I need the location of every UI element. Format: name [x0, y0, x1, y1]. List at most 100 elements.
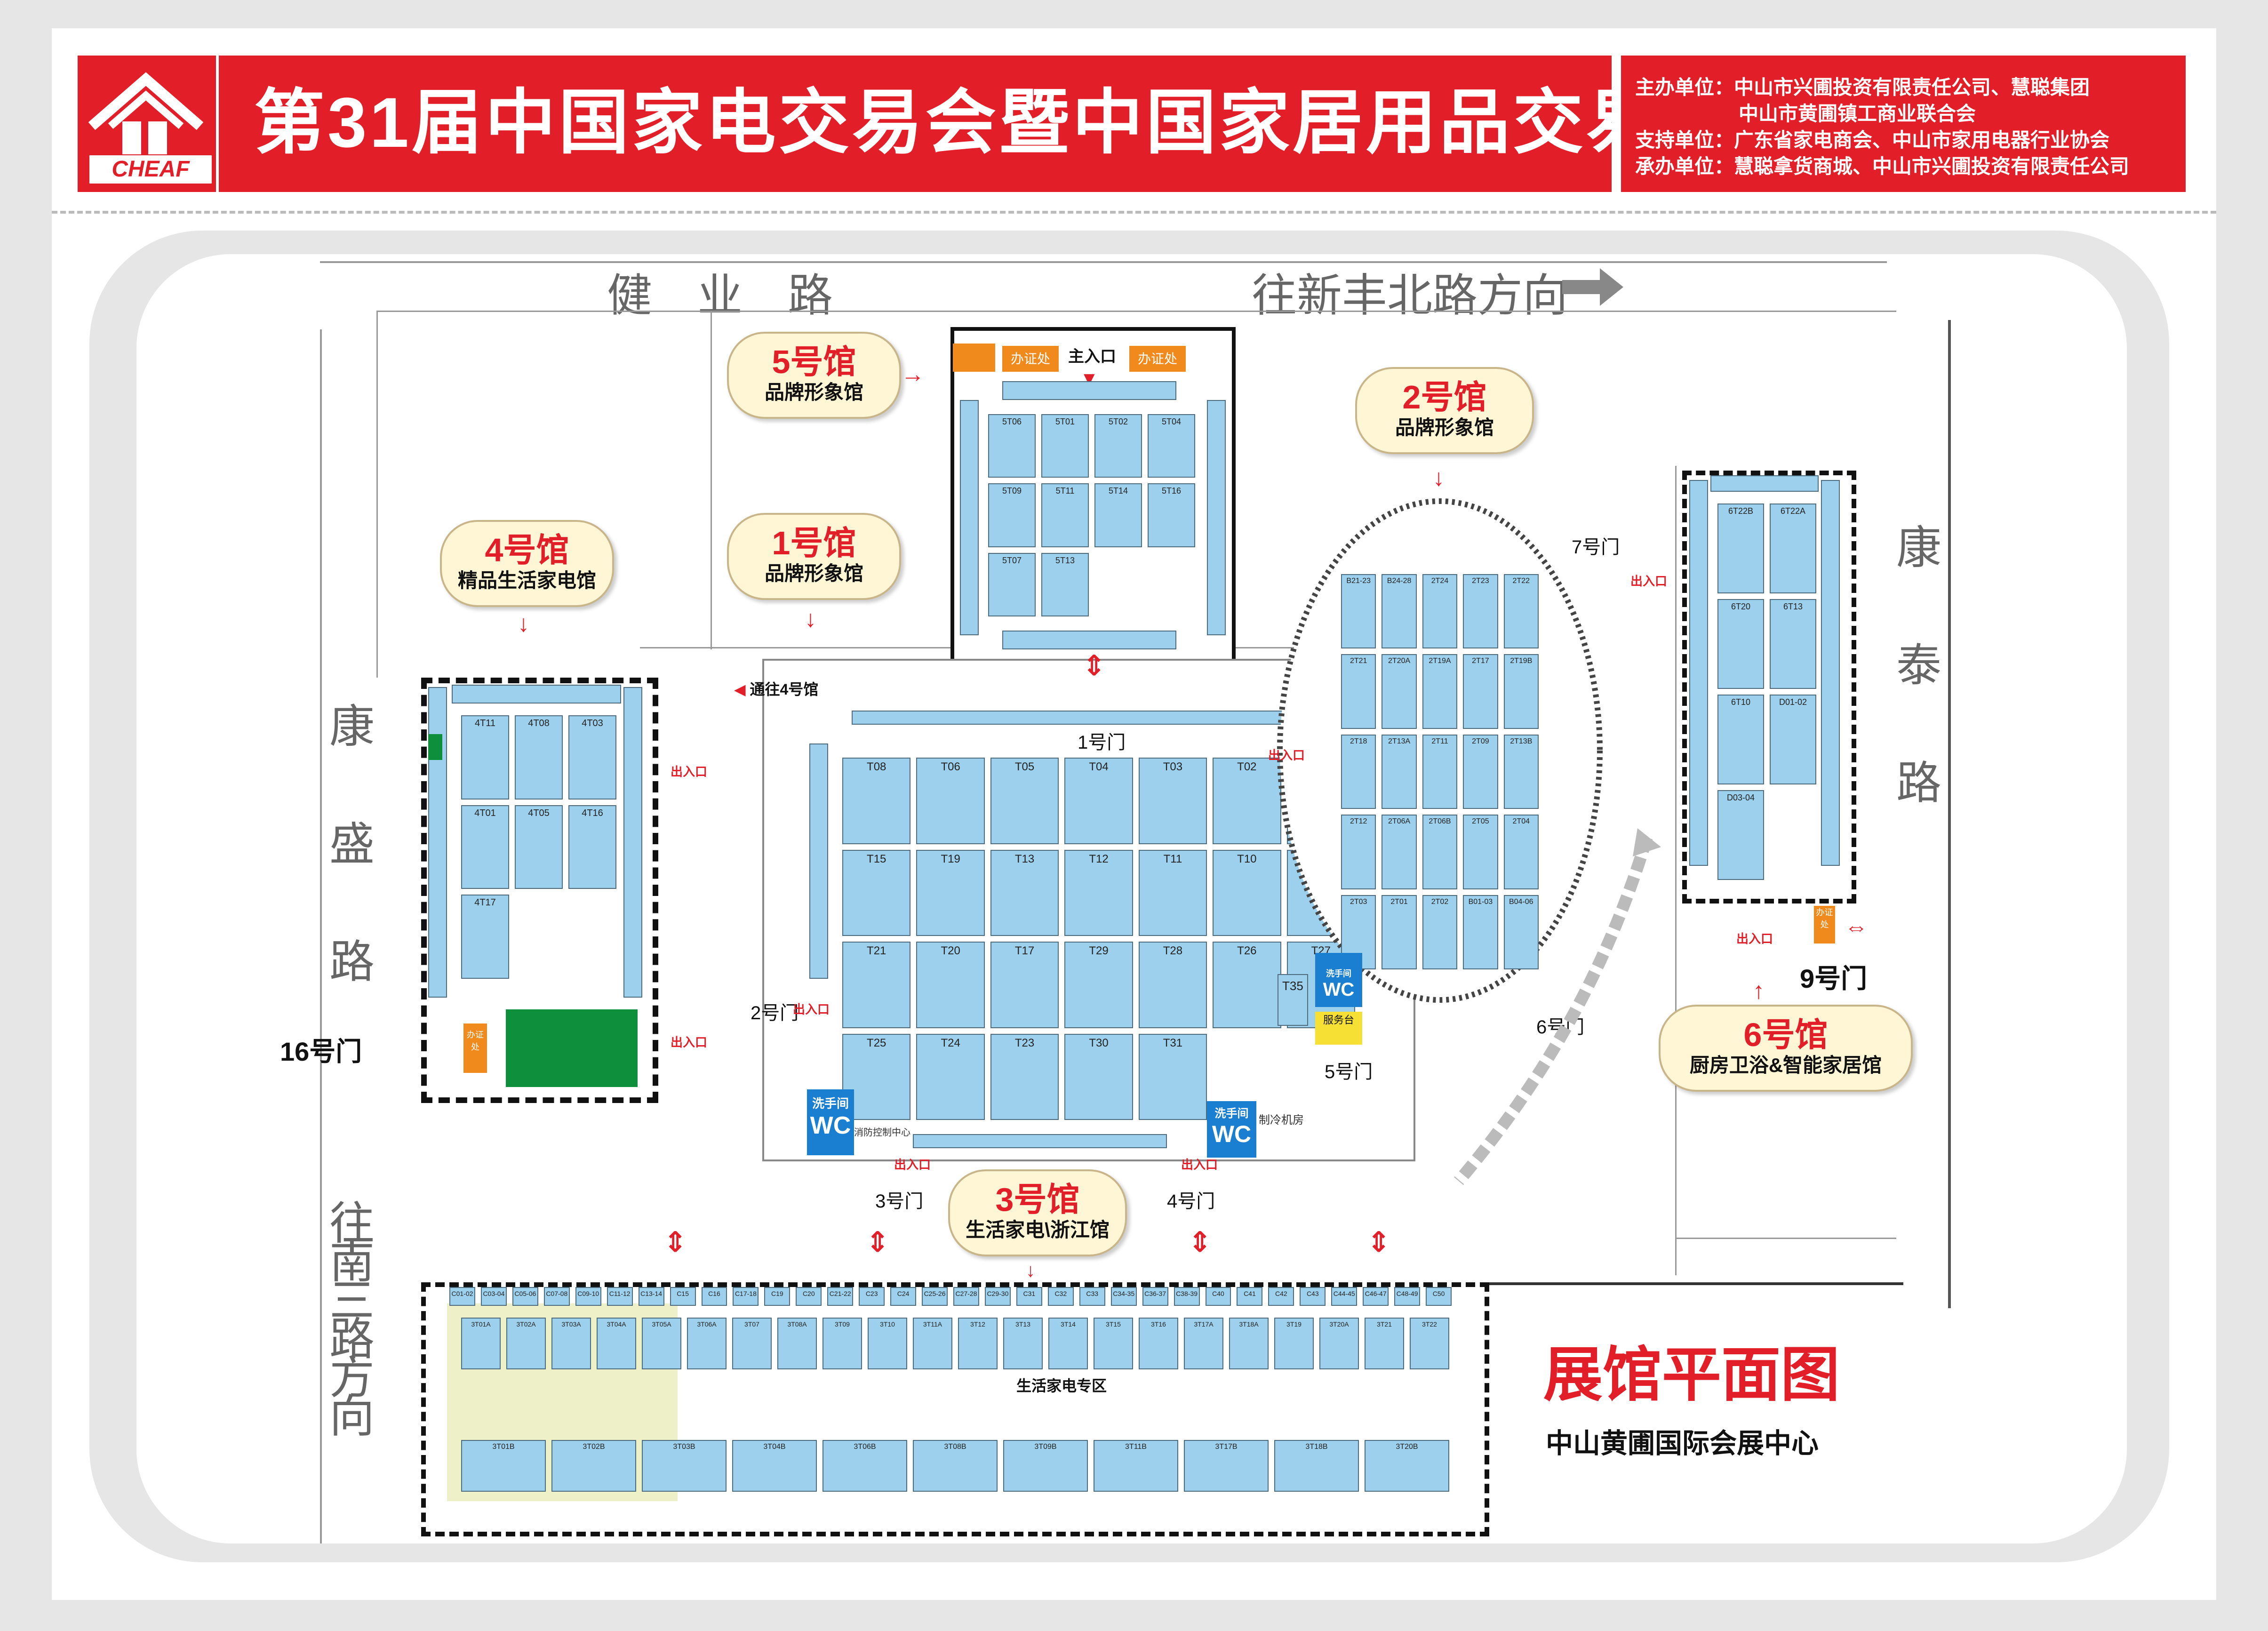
booth[interactable]: T31 [1138, 1033, 1207, 1120]
booth[interactable]: 2T17 [1463, 654, 1498, 729]
booth[interactable]: D03-04 [1717, 790, 1764, 880]
booth[interactable]: 4T16 [568, 805, 616, 889]
booth[interactable]: C38-39 [1174, 1287, 1200, 1306]
booth[interactable]: 3T07 [732, 1318, 772, 1369]
booth[interactable]: 5T14 [1094, 483, 1142, 547]
booth[interactable]: 2T18 [1341, 734, 1376, 809]
booth[interactable]: C23 [859, 1287, 885, 1306]
booth[interactable]: 2T06B [1422, 815, 1458, 889]
booth[interactable]: C50 [1426, 1287, 1452, 1306]
booth[interactable]: 3T20A [1319, 1318, 1359, 1369]
booth[interactable]: C41 [1237, 1287, 1263, 1306]
booth[interactable]: 6T22A [1770, 504, 1816, 593]
booth[interactable]: 4T01 [461, 805, 509, 889]
booth[interactable]: 3T11A [913, 1318, 952, 1369]
booth[interactable]: C33 [1079, 1287, 1105, 1306]
booth[interactable]: 3T15 [1094, 1318, 1133, 1369]
booth[interactable]: 4T17 [461, 895, 509, 979]
booth[interactable]: B24-28 [1382, 574, 1417, 649]
booth[interactable]: 3T04B [732, 1440, 817, 1492]
booth[interactable]: 5T02 [1094, 414, 1142, 478]
booth[interactable]: 5T09 [988, 483, 1036, 547]
booth[interactable]: 3T17A [1184, 1318, 1223, 1369]
booth[interactable]: T23 [990, 1033, 1059, 1120]
booth[interactable]: 6T13 [1770, 599, 1816, 689]
booth[interactable]: 4T08 [515, 715, 563, 800]
booth[interactable]: 2T01 [1382, 895, 1417, 969]
booth[interactable]: 2T22 [1503, 574, 1539, 649]
booth[interactable]: T19 [916, 849, 985, 936]
booth[interactable]: 5T11 [1041, 483, 1089, 547]
booth[interactable]: T05 [990, 758, 1059, 844]
booth[interactable]: T29 [1064, 942, 1133, 1028]
booth[interactable]: C36-37 [1142, 1287, 1168, 1306]
booth[interactable]: 2T09 [1463, 734, 1498, 809]
booth[interactable]: T08 [842, 758, 911, 844]
booth[interactable]: C17-18 [733, 1287, 759, 1306]
booth[interactable]: T30 [1064, 1033, 1133, 1120]
booth[interactable]: C42 [1268, 1287, 1294, 1306]
booth[interactable]: C34-35 [1110, 1287, 1137, 1306]
booth[interactable]: 2T12 [1341, 815, 1376, 889]
booth[interactable]: 2T20A [1382, 654, 1417, 729]
booth[interactable]: 2T13A [1382, 734, 1417, 809]
booth[interactable]: 6T22B [1717, 504, 1764, 593]
booth[interactable]: 3T17B [1184, 1440, 1269, 1492]
booth[interactable]: 4T11 [461, 715, 509, 800]
booth[interactable]: 3T06A [687, 1318, 727, 1369]
booth[interactable]: 5T13 [1041, 552, 1089, 616]
booth[interactable]: 3T20B [1365, 1440, 1449, 1492]
booth[interactable]: C32 [1047, 1287, 1074, 1306]
booth[interactable]: C29-30 [984, 1287, 1011, 1306]
booth[interactable]: T15 [842, 849, 911, 936]
booth[interactable]: C19 [764, 1287, 791, 1306]
booth[interactable]: T12 [1064, 849, 1133, 936]
booth[interactable]: 3T18A [1229, 1318, 1269, 1369]
booth[interactable]: T02 [1213, 758, 1281, 844]
booth[interactable]: T10 [1213, 849, 1281, 936]
booth[interactable]: C20 [796, 1287, 822, 1306]
booth[interactable]: 5T07 [988, 552, 1036, 616]
booth[interactable]: C48-49 [1394, 1287, 1421, 1306]
booth[interactable]: 2T06A [1382, 815, 1417, 889]
booth[interactable]: C25-26 [922, 1287, 948, 1306]
booth[interactable]: 2T19A [1422, 654, 1458, 729]
booth[interactable]: T13 [990, 849, 1059, 936]
booth[interactable]: 3T11B [1094, 1440, 1178, 1492]
booth[interactable]: T06 [916, 758, 985, 844]
booth[interactable]: B01-03 [1463, 895, 1498, 969]
booth[interactable]: 3T04A [597, 1318, 636, 1369]
booth[interactable]: 3T18B [1274, 1440, 1359, 1492]
booth[interactable]: 6T20 [1717, 599, 1764, 689]
booth[interactable]: 3T13 [1003, 1318, 1043, 1369]
booth[interactable]: C40 [1205, 1287, 1231, 1306]
booth[interactable]: 5T01 [1041, 414, 1089, 478]
booth[interactable]: 3T06B [823, 1440, 907, 1492]
booth[interactable]: 3T08B [913, 1440, 998, 1492]
booth[interactable]: C13-14 [638, 1287, 664, 1306]
booth[interactable]: D01-02 [1770, 695, 1816, 784]
booth[interactable]: 3T21 [1365, 1318, 1404, 1369]
booth[interactable]: T24 [916, 1033, 985, 1120]
booth[interactable]: 2T02 [1422, 895, 1458, 969]
booth[interactable]: 2T19B [1503, 654, 1539, 729]
booth[interactable]: 2T21 [1341, 654, 1376, 729]
booth[interactable]: C43 [1300, 1287, 1326, 1306]
booth[interactable]: 3T03B [642, 1440, 727, 1492]
booth[interactable]: 2T24 [1422, 574, 1458, 649]
booth[interactable]: 3T16 [1139, 1318, 1178, 1369]
booth[interactable]: C21-22 [827, 1287, 854, 1306]
booth[interactable]: T21 [842, 942, 911, 1028]
booth[interactable]: 3T05A [642, 1318, 681, 1369]
booth[interactable]: C44-45 [1331, 1287, 1358, 1306]
booth[interactable]: 5T04 [1148, 414, 1195, 478]
booth[interactable]: 2T05 [1463, 815, 1498, 889]
booth[interactable]: T11 [1138, 849, 1207, 936]
booth[interactable]: C05-06 [512, 1287, 538, 1306]
booth[interactable]: 5T06 [988, 414, 1036, 478]
booth[interactable]: B21-23 [1341, 574, 1376, 649]
booth[interactable]: 2T13B [1503, 734, 1539, 809]
booth[interactable]: T04 [1064, 758, 1133, 844]
booth[interactable]: 3T03A [551, 1318, 591, 1369]
booth[interactable]: 3T22 [1410, 1318, 1449, 1369]
